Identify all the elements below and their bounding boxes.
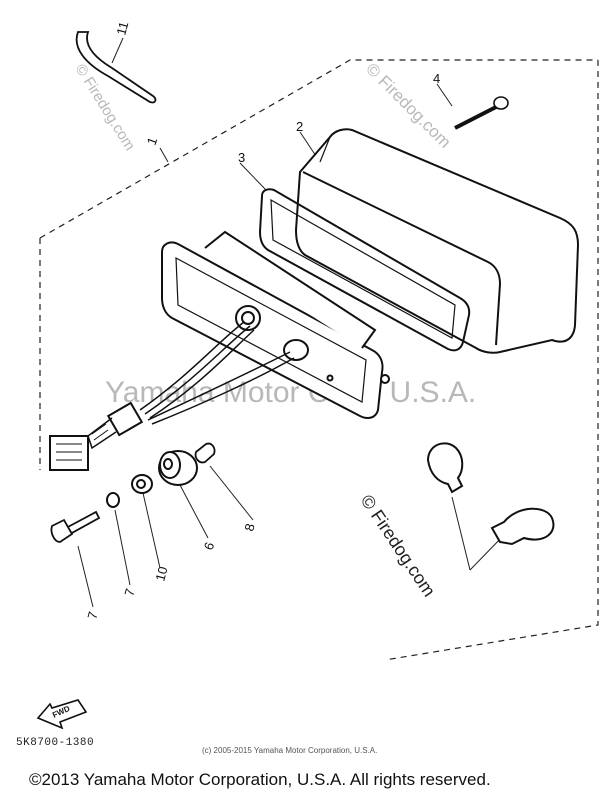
bulbs xyxy=(426,442,555,546)
callout-10: 10 xyxy=(152,565,170,583)
callout-9: 8 xyxy=(241,522,257,533)
callout-11: 11 xyxy=(113,20,131,37)
watermark-top-right: © Firedog.com xyxy=(362,59,454,151)
collar-part-9 xyxy=(194,442,216,464)
callouts: 11 1 2 3 4 8 6 10 7 7 xyxy=(84,20,440,621)
gasket-part-3 xyxy=(258,188,471,352)
callout-4: 4 xyxy=(433,71,440,86)
callout-2: 2 xyxy=(296,119,303,134)
bolt-part-7 xyxy=(50,510,101,543)
diagram-part-code: 5K8700-1380 xyxy=(16,737,95,749)
washer-part-10 xyxy=(131,474,153,494)
lens-part-2 xyxy=(294,128,580,354)
leader-lines xyxy=(77,37,506,608)
screw-part-4 xyxy=(454,96,509,130)
wiring-harness xyxy=(49,321,295,471)
callout-8: 7 xyxy=(121,587,137,598)
lock-washer-part-8 xyxy=(106,492,120,508)
callout-3: 3 xyxy=(238,150,245,165)
callout-1: 1 xyxy=(144,135,161,147)
small-copyright: (c) 2005-2015 Yamaha Motor Corporation, … xyxy=(202,746,378,755)
grommet-part-6 xyxy=(158,450,198,486)
footer-copyright: ©2013 Yamaha Motor Corporation, U.S.A. A… xyxy=(29,770,491,789)
watermark-center: Yamaha Motor Corp, U.S.A. xyxy=(105,376,476,409)
assembly-boundary xyxy=(39,59,599,661)
fwd-arrow-icon: FWD xyxy=(36,699,88,730)
callout-7: 7 xyxy=(84,610,100,621)
callout-6: 6 xyxy=(201,540,218,552)
strap-part-11 xyxy=(75,31,157,104)
watermark-bottom-right: © Firedog.com xyxy=(357,491,440,600)
